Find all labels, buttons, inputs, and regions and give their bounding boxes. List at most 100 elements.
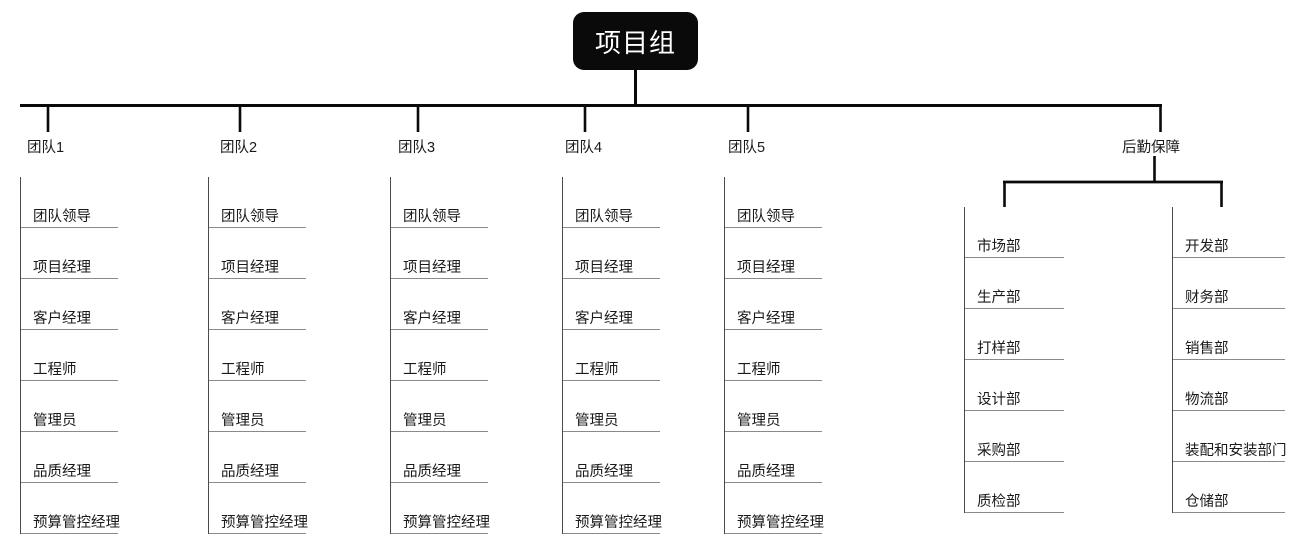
- list-item[interactable]: 项目经理: [209, 228, 306, 279]
- list-item[interactable]: 客户经理: [391, 279, 488, 330]
- item-label: 管理员: [33, 412, 77, 429]
- list-item[interactable]: 打样部: [965, 309, 1064, 360]
- list-item[interactable]: 品质经理: [391, 432, 488, 483]
- item-label: 物流部: [1185, 391, 1229, 408]
- branch-label-team-3[interactable]: 团队3: [398, 140, 436, 156]
- list-item[interactable]: 客户经理: [21, 279, 118, 330]
- list-item[interactable]: 品质经理: [21, 432, 118, 483]
- branch-label-support[interactable]: 后勤保障: [1122, 140, 1180, 156]
- list-item[interactable]: 客户经理: [725, 279, 822, 330]
- item-label: 品质经理: [403, 463, 461, 480]
- item-label: 品质经理: [221, 463, 279, 480]
- list-item[interactable]: 装配和安装部门: [1173, 411, 1287, 462]
- item-label: 客户经理: [403, 310, 461, 327]
- item-label: 客户经理: [575, 310, 633, 327]
- branch-label-team-2[interactable]: 团队2: [220, 140, 258, 156]
- list-item[interactable]: 项目经理: [725, 228, 822, 279]
- list-item[interactable]: 团队领导: [725, 177, 822, 228]
- list-item[interactable]: 工程师: [725, 330, 822, 381]
- list-item[interactable]: 团队领导: [21, 177, 118, 228]
- list-item[interactable]: 工程师: [21, 330, 118, 381]
- item-label: 装配和安装部门: [1185, 442, 1287, 459]
- item-label: 预算管控经理: [403, 514, 490, 531]
- list-item[interactable]: 团队领导: [563, 177, 660, 228]
- item-label: 生产部: [977, 289, 1021, 306]
- branch-label-team-1[interactable]: 团队1: [27, 140, 65, 156]
- item-label: 预算管控经理: [221, 514, 308, 531]
- branch-label-team-4[interactable]: 团队4: [565, 140, 603, 156]
- list-item[interactable]: 团队领导: [391, 177, 488, 228]
- item-label: 项目经理: [33, 259, 91, 276]
- item-label: 项目经理: [737, 259, 795, 276]
- list-item[interactable]: 管理员: [209, 381, 306, 432]
- list-item[interactable]: 设计部: [965, 360, 1064, 411]
- list-item[interactable]: 管理员: [391, 381, 488, 432]
- item-label: 品质经理: [575, 463, 633, 480]
- list-item[interactable]: 质检部: [965, 462, 1064, 513]
- root-node-label: 项目组: [594, 27, 676, 58]
- list-item[interactable]: 管理员: [21, 381, 118, 432]
- list-item[interactable]: 客户经理: [209, 279, 306, 330]
- item-label: 工程师: [737, 361, 781, 378]
- item-label: 开发部: [1185, 238, 1229, 255]
- list-item[interactable]: 仓储部: [1173, 462, 1285, 513]
- list-item[interactable]: 管理员: [563, 381, 660, 432]
- list-item[interactable]: 项目经理: [391, 228, 488, 279]
- list-item[interactable]: 预算管控经理: [21, 483, 120, 534]
- item-label: 市场部: [977, 238, 1021, 255]
- list-item[interactable]: 品质经理: [563, 432, 660, 483]
- list-item[interactable]: 品质经理: [209, 432, 306, 483]
- item-label: 客户经理: [221, 310, 279, 327]
- item-label: 团队领导: [33, 208, 91, 225]
- list-item[interactable]: 工程师: [391, 330, 488, 381]
- item-label: 财务部: [1185, 289, 1229, 306]
- list-item[interactable]: 销售部: [1173, 309, 1285, 360]
- list-item[interactable]: 预算管控经理: [563, 483, 662, 534]
- item-label: 工程师: [221, 361, 265, 378]
- list-item[interactable]: 工程师: [209, 330, 306, 381]
- list-item[interactable]: 开发部: [1173, 207, 1285, 258]
- item-label: 团队领导: [403, 208, 461, 225]
- list-item[interactable]: 市场部: [965, 207, 1064, 258]
- item-label: 工程师: [33, 361, 77, 378]
- item-label: 工程师: [575, 361, 619, 378]
- item-label: 管理员: [575, 412, 619, 429]
- item-label: 管理员: [403, 412, 447, 429]
- item-label: 采购部: [977, 442, 1021, 459]
- list-item[interactable]: 预算管控经理: [391, 483, 490, 534]
- item-label: 管理员: [737, 412, 781, 429]
- list-item[interactable]: 采购部: [965, 411, 1064, 462]
- item-column-support-1: 市场部 生产部 打样部 设计部 采购部 质检部: [964, 207, 1064, 513]
- item-label: 打样部: [977, 340, 1021, 357]
- list-item[interactable]: 团队领导: [209, 177, 306, 228]
- item-label: 仓储部: [1185, 493, 1229, 510]
- list-item[interactable]: 项目经理: [563, 228, 660, 279]
- item-column-team-2: 团队领导 项目经理 客户经理 工程师 管理员 品质经理 预算管控经理: [208, 177, 308, 534]
- list-item[interactable]: 项目经理: [21, 228, 118, 279]
- item-label: 项目经理: [403, 259, 461, 276]
- item-label: 管理员: [221, 412, 265, 429]
- list-item[interactable]: 财务部: [1173, 258, 1285, 309]
- item-column-team-4: 团队领导 项目经理 客户经理 工程师 管理员 品质经理 预算管控经理: [562, 177, 662, 534]
- list-item[interactable]: 生产部: [965, 258, 1064, 309]
- list-item[interactable]: 工程师: [563, 330, 660, 381]
- item-label: 预算管控经理: [737, 514, 824, 531]
- list-item[interactable]: 预算管控经理: [725, 483, 824, 534]
- item-label: 客户经理: [33, 310, 91, 327]
- root-node-project-group[interactable]: 项目组: [573, 12, 698, 70]
- item-column-team-5: 团队领导 项目经理 客户经理 工程师 管理员 品质经理 预算管控经理: [724, 177, 824, 534]
- item-label: 团队领导: [737, 208, 795, 225]
- list-item[interactable]: 管理员: [725, 381, 822, 432]
- item-label: 团队领导: [221, 208, 279, 225]
- item-label: 设计部: [977, 391, 1021, 408]
- item-label: 销售部: [1185, 340, 1229, 357]
- branch-label-team-5[interactable]: 团队5: [728, 140, 766, 156]
- item-label: 预算管控经理: [575, 514, 662, 531]
- list-item[interactable]: 预算管控经理: [209, 483, 308, 534]
- list-item[interactable]: 品质经理: [725, 432, 822, 483]
- item-label: 预算管控经理: [33, 514, 120, 531]
- list-item[interactable]: 物流部: [1173, 360, 1285, 411]
- item-label: 项目经理: [575, 259, 633, 276]
- list-item[interactable]: 客户经理: [563, 279, 660, 330]
